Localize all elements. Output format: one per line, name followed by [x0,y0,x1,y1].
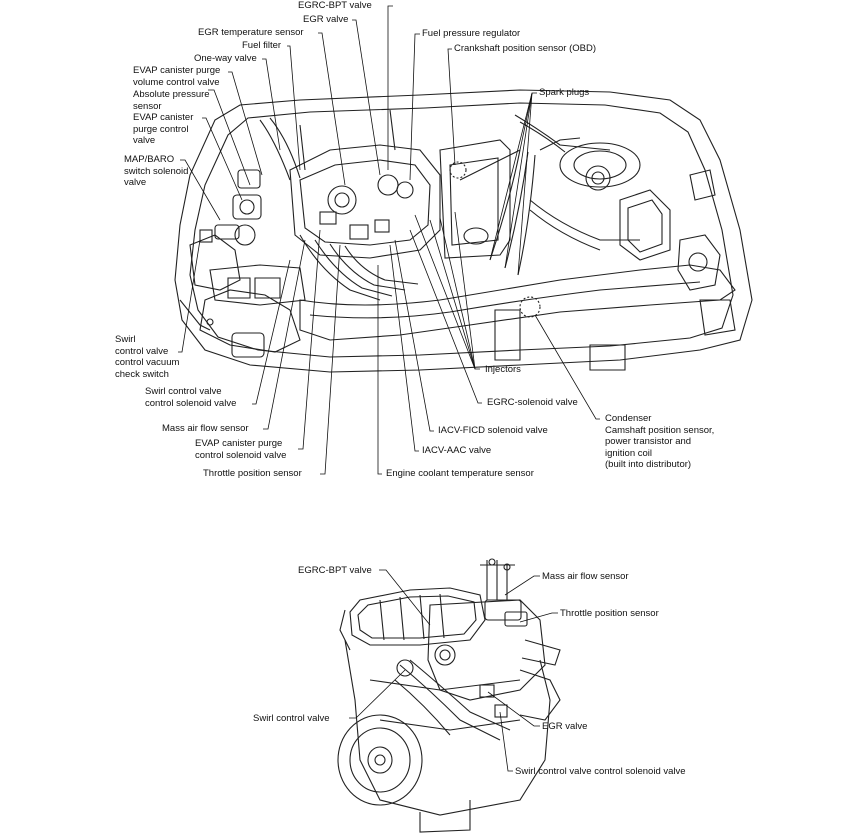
label-bottom-egrc-bpt-valve: EGRC-BPT valve [298,565,372,576]
label-bottom-swirl-control-valve: Swirl control valve [253,713,330,724]
label-map-baro-switch-solenoid-valve: MAP/BARO switch solenoid valve [124,154,189,188]
label-spark-plugs: Spark plugs [539,87,590,98]
label-bottom-throttle-position-sensor: Throttle position sensor [560,608,659,619]
label-evap-purge-control-valve: EVAP canister purge control valve [133,112,194,146]
label-one-way-valve: One-way valve [194,53,257,64]
label-injectors: Injectors [485,364,521,375]
label-swirl-control-vacuum-check-switch: Swirl control valve control vacuum check… [115,334,180,380]
label-absolute-pressure-sensor: Absolute pressure sensor [133,89,210,112]
label-throttle-position-sensor: Throttle position sensor [203,468,302,479]
label-fuel-filter: Fuel filter [242,40,282,51]
label-swirl-control-valve-control-solenoid-valve: Swirl control valve control solenoid val… [145,386,237,409]
label-egr-valve: EGR valve [303,14,349,25]
label-condenser-camshaft-sensor: Condenser Camshaft position sensor, powe… [605,413,715,470]
label-bottom-egr-valve: EGR valve [542,721,588,732]
label-bottom-swirl-control-valve-control-solenoid-valve: Swirl control valve control solenoid val… [515,766,686,777]
label-egrc-bpt-valve: EGRC-BPT valve [298,0,372,11]
label-bottom-mass-air-flow-sensor: Mass air flow sensor [542,571,629,582]
label-iacv-ficd-solenoid-valve: IACV-FICD solenoid valve [438,425,548,436]
label-mass-air-flow-sensor: Mass air flow sensor [162,423,249,434]
label-evap-volume-control-valve: EVAP canister purge volume control valve [133,65,221,88]
label-engine-coolant-temperature-sensor: Engine coolant temperature sensor [386,468,534,479]
label-fuel-pressure-regulator: Fuel pressure regulator [422,28,521,39]
label-egr-temperature-sensor: EGR temperature sensor [198,27,304,38]
label-crankshaft-position-sensor: Crankshaft position sensor (OBD) [454,43,597,54]
label-egrc-solenoid-valve: EGRC-solenoid valve [487,397,578,408]
label-iacv-aac-valve: IACV-AAC valve [422,445,492,456]
label-evap-purge-control-solenoid-valve: EVAP canister purge control solenoid val… [195,438,287,461]
